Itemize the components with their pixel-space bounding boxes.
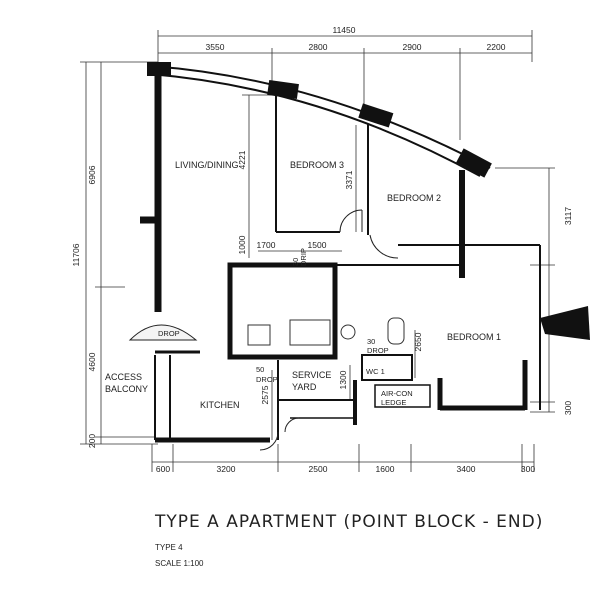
room-bedroom-2: BEDROOM 2 [387, 193, 441, 203]
label-50-a: 50 [256, 365, 264, 374]
dim-1300: 1300 [338, 370, 348, 389]
dim-3371: 3371 [344, 170, 354, 189]
room-kitchen: KITCHEN [200, 400, 240, 410]
facade-columns [147, 62, 590, 340]
room-wc: WC 1 [366, 367, 385, 376]
room-service-yard-line1: SERVICE [292, 370, 331, 380]
room-bedroom-1: BEDROOM 1 [447, 332, 501, 342]
room-access-balcony-line2: BALCONY [105, 384, 148, 394]
dim-left-total: 11706 [71, 243, 81, 266]
label-30-b: 30 [367, 337, 375, 346]
dim-bottom-4: 1600 [376, 464, 395, 474]
dimension-lines [80, 30, 555, 472]
dim-left-2: 4600 [87, 352, 97, 371]
label-drop-balcony: DROP [158, 329, 180, 338]
label-drip: DRIP [299, 248, 308, 266]
dim-2575: 2575 [260, 385, 270, 404]
label-drop-wc: DROP [367, 346, 389, 355]
room-service-yard-line2: YARD [292, 382, 317, 392]
dim-top-3: 2900 [403, 42, 422, 52]
label-drop-kitchen: DROP [256, 375, 278, 384]
dim-left-3: 200 [87, 434, 97, 448]
walls [140, 65, 541, 443]
floor-plan: 11450 3550 2800 2900 2200 11706 6906 460… [71, 25, 590, 474]
room-aircon-line1: AIR-CON [381, 389, 413, 398]
plan-scale: SCALE 1:100 [155, 559, 204, 568]
dim-bottom-6: 300 [521, 464, 535, 474]
doors [128, 209, 399, 451]
dim-bottom-2: 3200 [217, 464, 236, 474]
label-30-a: 30 [291, 258, 300, 266]
dim-right-2: 300 [563, 401, 573, 415]
dim-bottom-5: 3400 [457, 464, 476, 474]
dim-top-total: 11450 [332, 25, 355, 35]
dim-1700: 1700 [257, 240, 276, 250]
dim-2650: 2650 [413, 332, 423, 351]
room-aircon-line2: LEDGE [381, 398, 406, 407]
dim-4221: 4221 [237, 150, 247, 169]
room-bedroom-3: BEDROOM 3 [290, 160, 344, 170]
plan-title: TYPE A APARTMENT (POINT BLOCK - END) [155, 512, 544, 532]
dim-top-2: 2800 [309, 42, 328, 52]
fixtures [247, 317, 405, 346]
dim-top-4: 2200 [487, 42, 506, 52]
room-living-dining: LIVING/DINING [175, 160, 239, 170]
dim-bottom-1: 600 [156, 464, 170, 474]
room-access-balcony-line1: ACCESS [105, 372, 142, 382]
dim-1000: 1000 [237, 235, 247, 254]
plan-type: TYPE 4 [155, 543, 183, 552]
dim-right-1: 3117 [563, 207, 573, 226]
dim-left-1: 6906 [87, 165, 97, 184]
dim-top-1: 3550 [206, 42, 225, 52]
dim-bottom-3: 2500 [309, 464, 328, 474]
dim-1500: 1500 [308, 240, 327, 250]
